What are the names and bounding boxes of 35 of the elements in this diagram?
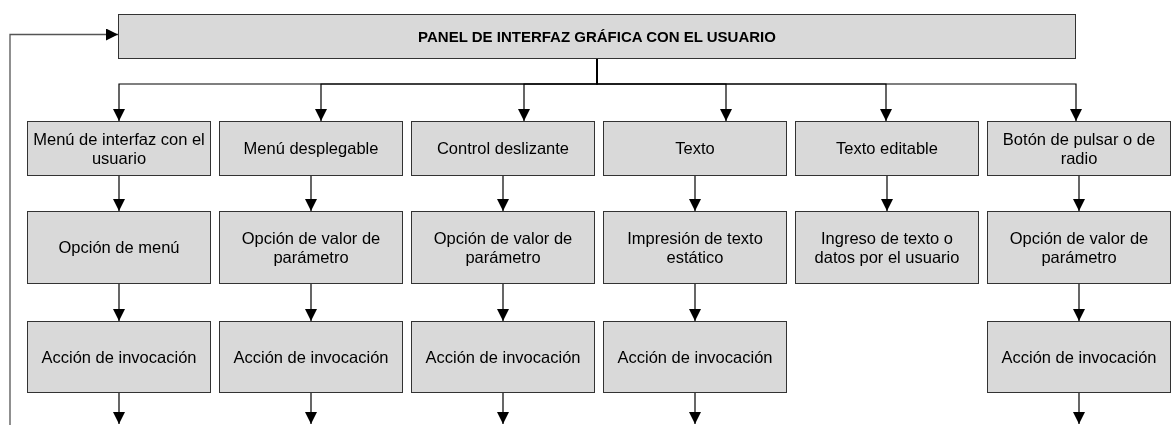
arrow: [689, 175, 701, 212]
arrow: [497, 175, 509, 212]
panel-box: PANEL DE INTERFAZ GRÁFICA CON EL USUARIO: [118, 14, 1076, 59]
process-box: Control deslizante: [411, 121, 595, 176]
process-box: Opción de valor de parámetro: [987, 211, 1171, 284]
arrow: [305, 283, 317, 322]
arrow: [497, 283, 509, 322]
process-box: Opción de valor de parámetro: [411, 211, 595, 284]
process-box: Botón de pulsar o de radio: [987, 121, 1171, 176]
arrow: [305, 392, 317, 425]
arrow: [113, 175, 125, 212]
arrow: [113, 283, 125, 322]
process-box: Acción de invocación: [27, 321, 211, 393]
arrow: [305, 175, 317, 212]
process-box: Acción de invocación: [219, 321, 403, 393]
arrow: [9, 28, 119, 425]
arrow: [689, 392, 701, 425]
arrow: [1073, 283, 1085, 322]
process-box: Texto: [603, 121, 787, 176]
process-box: Ingreso de texto o datos por el usuario: [795, 211, 979, 284]
process-box: Texto editable: [795, 121, 979, 176]
process-box: Impresión de texto estático: [603, 211, 787, 284]
process-box: Menú de interfaz con el usuario: [27, 121, 211, 176]
arrow: [497, 392, 509, 425]
arrow: [689, 283, 701, 322]
arrow: [113, 392, 125, 425]
process-box: Acción de invocación: [411, 321, 595, 393]
process-box: Opción de menú: [27, 211, 211, 284]
process-box: Acción de invocación: [987, 321, 1171, 393]
arrow: [1073, 392, 1085, 425]
arrow: [881, 175, 893, 212]
process-box: Opción de valor de parámetro: [219, 211, 403, 284]
process-box: Acción de invocación: [603, 321, 787, 393]
arrow: [1073, 175, 1085, 212]
process-box: Menú desplegable: [219, 121, 403, 176]
